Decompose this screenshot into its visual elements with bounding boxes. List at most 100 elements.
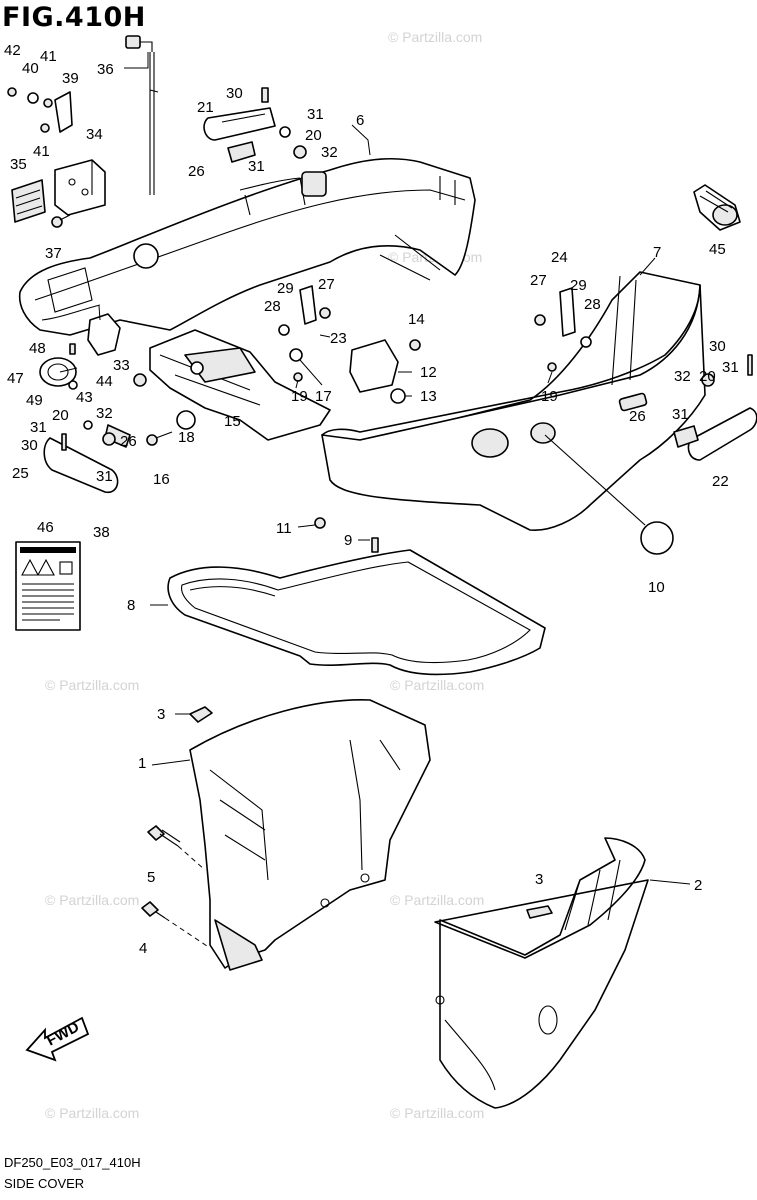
part-32-bushing <box>293 145 307 159</box>
part-25-handle <box>43 437 119 494</box>
part-32-bushing <box>701 373 715 387</box>
part-16-bolt <box>146 431 173 446</box>
callout-41: 41 <box>40 48 57 65</box>
part-26-latch <box>673 425 699 448</box>
part-19-screw <box>547 362 557 372</box>
part-4-bolt <box>141 901 166 919</box>
callout-19: 19 <box>291 388 308 405</box>
callout-25: 25 <box>12 465 29 482</box>
callout-47: 47 <box>7 370 24 387</box>
part-30-pin <box>747 354 753 376</box>
watermark: © Partzilla.com <box>45 1105 139 1121</box>
part-7-side-cover <box>321 271 706 531</box>
callout-31: 31 <box>96 468 113 485</box>
callout-45: 45 <box>709 241 726 258</box>
callout-labels: 1 2 3 3 4 5 6 7 8 9 10 11 12 13 14 15 16… <box>4 42 739 957</box>
callout-31: 31 <box>722 359 739 376</box>
figure-title: FIG.410H <box>2 2 146 33</box>
part-10-plug <box>640 521 674 555</box>
part-13-bushing <box>390 388 406 404</box>
part-37-screw <box>51 214 71 228</box>
callout-44: 44 <box>96 373 113 390</box>
callout-30: 30 <box>21 437 38 454</box>
part-33-switch <box>87 313 121 356</box>
part-30-pin <box>61 433 67 451</box>
callout-18: 18 <box>178 429 195 446</box>
callout-20: 20 <box>52 407 69 424</box>
part-9-screw <box>371 537 379 553</box>
part-46-caution-label <box>15 541 81 631</box>
watermark: © Partzilla.com <box>45 677 139 693</box>
callout-28: 28 <box>584 296 601 313</box>
callout-31: 31 <box>307 106 324 123</box>
callout-9: 9 <box>344 532 352 549</box>
leader-lines <box>59 52 691 885</box>
part-28-washer <box>580 336 592 348</box>
callout-26: 26 <box>188 163 205 180</box>
part-35-pad <box>11 179 46 223</box>
callout-27: 27 <box>318 276 335 293</box>
callout-30: 30 <box>226 85 243 102</box>
callout-22: 22 <box>712 473 729 490</box>
part-27-screw <box>319 307 331 319</box>
part-44-nut <box>133 373 147 387</box>
part-40-washer <box>27 92 39 104</box>
callout-4: 4 <box>139 940 147 957</box>
callout-30: 30 <box>709 338 726 355</box>
callout-3: 3 <box>535 871 543 888</box>
callout-15: 15 <box>224 413 241 430</box>
callout-31: 31 <box>30 419 47 436</box>
part-28-washer <box>278 324 290 336</box>
callout-26: 26 <box>120 433 137 450</box>
watermark: © Partzilla.com <box>390 892 484 908</box>
callout-14: 14 <box>408 311 425 328</box>
callout-13: 13 <box>420 388 437 405</box>
part-42-bolt <box>7 87 17 97</box>
part-17-grommet <box>289 348 303 362</box>
callout-42: 42 <box>4 42 21 59</box>
fwd-arrow-icon: FWD <box>25 1016 90 1062</box>
callout-32: 32 <box>96 405 113 422</box>
part-34-bracket <box>54 159 106 216</box>
callout-48: 48 <box>29 340 46 357</box>
part-29-spring <box>299 285 317 325</box>
watermark: © Partzilla.com <box>390 1105 484 1121</box>
callout-8: 8 <box>127 597 135 614</box>
part-19-screw <box>293 372 303 382</box>
leader-line <box>544 434 646 526</box>
callout-1: 1 <box>138 755 146 772</box>
part-39-plate <box>54 91 73 133</box>
part-48-pin <box>69 343 76 355</box>
callout-29: 29 <box>570 277 587 294</box>
watermarks: © Partzilla.com © Partzilla.com © Partzi… <box>45 29 489 1121</box>
dashed-leader <box>177 845 206 871</box>
part-41-nut <box>40 123 50 133</box>
part-3-clip <box>526 905 553 919</box>
callout-28: 28 <box>264 298 281 315</box>
callout-38: 38 <box>93 524 110 541</box>
part-3-clip <box>189 706 213 723</box>
drawing-code: DF250_E03_017_410H <box>4 1155 141 1170</box>
callout-27: 27 <box>530 272 547 289</box>
callout-40: 40 <box>22 60 39 77</box>
callout-11: 11 <box>276 520 292 537</box>
part-2-lower-cover <box>434 837 649 1109</box>
part-30-pin <box>261 87 269 103</box>
watermark: © Partzilla.com <box>388 29 482 45</box>
part-14-bolt <box>409 339 421 351</box>
part-27-screw <box>534 314 546 326</box>
part-47-grommet <box>39 357 77 387</box>
callout-17: 17 <box>315 388 332 405</box>
watermark: © Partzilla.com <box>390 677 484 693</box>
callout-16: 16 <box>153 471 170 488</box>
part-11-screw <box>314 517 326 529</box>
callout-31: 31 <box>248 158 265 175</box>
callout-43: 43 <box>76 389 93 406</box>
callout-39: 39 <box>62 70 79 87</box>
part-20-spring <box>83 420 93 430</box>
callout-7: 7 <box>653 244 661 261</box>
part-45-grommet <box>693 184 741 231</box>
part-41-nut <box>43 98 53 108</box>
part-24-hook <box>559 287 576 337</box>
